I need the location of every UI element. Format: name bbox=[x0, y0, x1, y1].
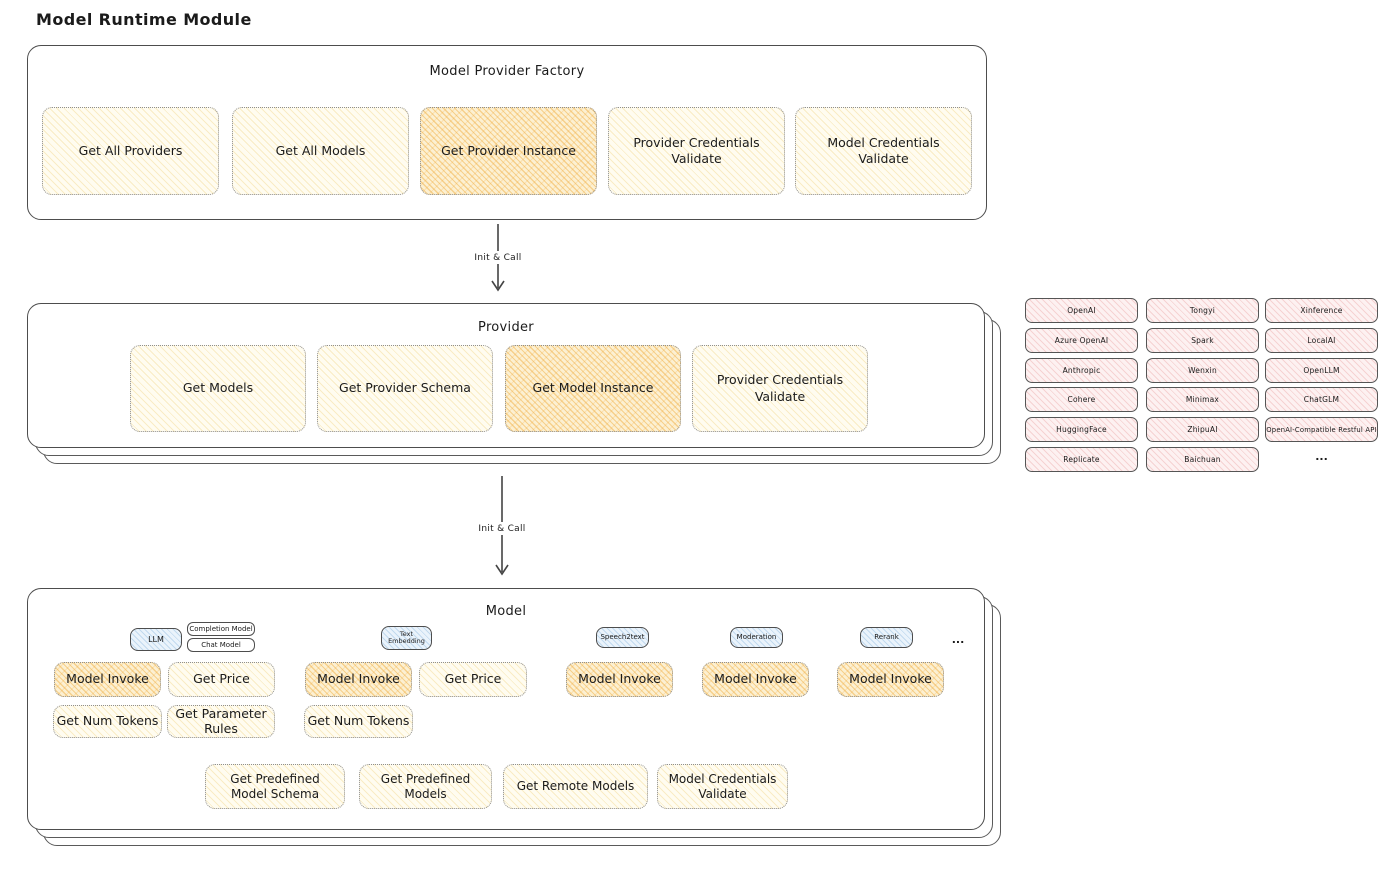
speech2text-model-invoke-button: Model Invoke bbox=[566, 662, 673, 697]
moderation-model-invoke-button: Model Invoke bbox=[702, 662, 809, 697]
provider-cell-anthropic: Anthropic bbox=[1025, 358, 1138, 383]
provider-cell-openai: OpenAI bbox=[1025, 298, 1138, 323]
tab-llm: LLM bbox=[130, 628, 182, 651]
provider-button-get-models: Get Models bbox=[130, 345, 306, 432]
factory-button-get-all-providers: Get All Providers bbox=[42, 107, 219, 195]
get-remote-models-button: Get Remote Models bbox=[503, 764, 648, 809]
provider-cell-spark: Spark bbox=[1146, 328, 1259, 353]
provider-cell-chatglm: ChatGLM bbox=[1265, 387, 1378, 412]
tab-text-embedding: Text Embedding bbox=[381, 626, 432, 650]
provider-cell-replicate: Replicate bbox=[1025, 447, 1138, 472]
init-call-label-2: Init & Call bbox=[473, 522, 531, 535]
provider-cell-more-ellipsis: ... bbox=[1315, 450, 1328, 463]
provider-cell-wenxin: Wenxin bbox=[1146, 358, 1259, 383]
rerank-model-invoke-button: Model Invoke bbox=[837, 662, 944, 697]
factory-button-provider-credentials-validate: Provider Credentials Validate bbox=[608, 107, 785, 195]
provider-cell-openllm: OpenLLM bbox=[1265, 358, 1378, 383]
tab-chat-model: Chat Model bbox=[187, 638, 255, 652]
provider-button-provider-credentials-validate: Provider Credentials Validate bbox=[692, 345, 868, 432]
provider-button-get-model-instance: Get Model Instance bbox=[505, 345, 681, 432]
provider-cell-zhipuai: ZhipuAI bbox=[1146, 417, 1259, 442]
provider-cell-localai: LocalAI bbox=[1265, 328, 1378, 353]
provider-cell-minimax: Minimax bbox=[1146, 387, 1259, 412]
tab-completion-model: Completion Model bbox=[187, 622, 255, 636]
factory-button-model-credentials-validate: Model Credentials Validate bbox=[795, 107, 972, 195]
text-embedding-model-invoke-button: Model Invoke bbox=[305, 662, 412, 697]
provider-cell-cohere: Cohere bbox=[1025, 387, 1138, 412]
provider-cell-baichuan: Baichuan bbox=[1146, 447, 1259, 472]
factory-title: Model Provider Factory bbox=[429, 63, 585, 79]
tab-rerank: Rerank bbox=[860, 627, 913, 648]
provider-cell-tongyi: Tongyi bbox=[1146, 298, 1259, 323]
text-embedding-get-num-tokens-button: Get Num Tokens bbox=[304, 705, 413, 738]
init-call-label-1: Init & Call bbox=[469, 251, 527, 264]
tab-moderation: Moderation bbox=[730, 627, 783, 648]
provider-cell-huggingface: HuggingFace bbox=[1025, 417, 1138, 442]
get-predefined-models-button: Get Predefined Models bbox=[359, 764, 492, 809]
tab-more-ellipsis: ... bbox=[951, 632, 965, 646]
provider-cell-openai-compatible-restful-api: OpenAI-Compatible Restful API bbox=[1265, 417, 1378, 442]
factory-button-get-all-models: Get All Models bbox=[232, 107, 409, 195]
provider-cell-azure-openai: Azure OpenAI bbox=[1025, 328, 1138, 353]
llm-get-num-tokens-button: Get Num Tokens bbox=[53, 705, 162, 738]
llm-get-parameter-rules-button: Get Parameter Rules bbox=[167, 705, 275, 738]
page-title: Model Runtime Module bbox=[36, 10, 252, 29]
tab-speech2text: Speech2text bbox=[596, 627, 649, 648]
model-credentials-validate-button: Model Credentials Validate bbox=[657, 764, 788, 809]
llm-get-price-button: Get Price bbox=[168, 662, 275, 697]
factory-button-get-provider-instance: Get Provider Instance bbox=[420, 107, 597, 195]
text-embedding-get-price-button: Get Price bbox=[419, 662, 527, 697]
provider-cell-xinference: Xinference bbox=[1265, 298, 1378, 323]
model-title: Model bbox=[485, 603, 527, 619]
get-predefined-model-schema-button: Get Predefined Model Schema bbox=[205, 764, 345, 809]
llm-model-invoke-button: Model Invoke bbox=[54, 662, 161, 697]
provider-title: Provider bbox=[478, 319, 534, 335]
provider-button-get-provider-schema: Get Provider Schema bbox=[317, 345, 493, 432]
